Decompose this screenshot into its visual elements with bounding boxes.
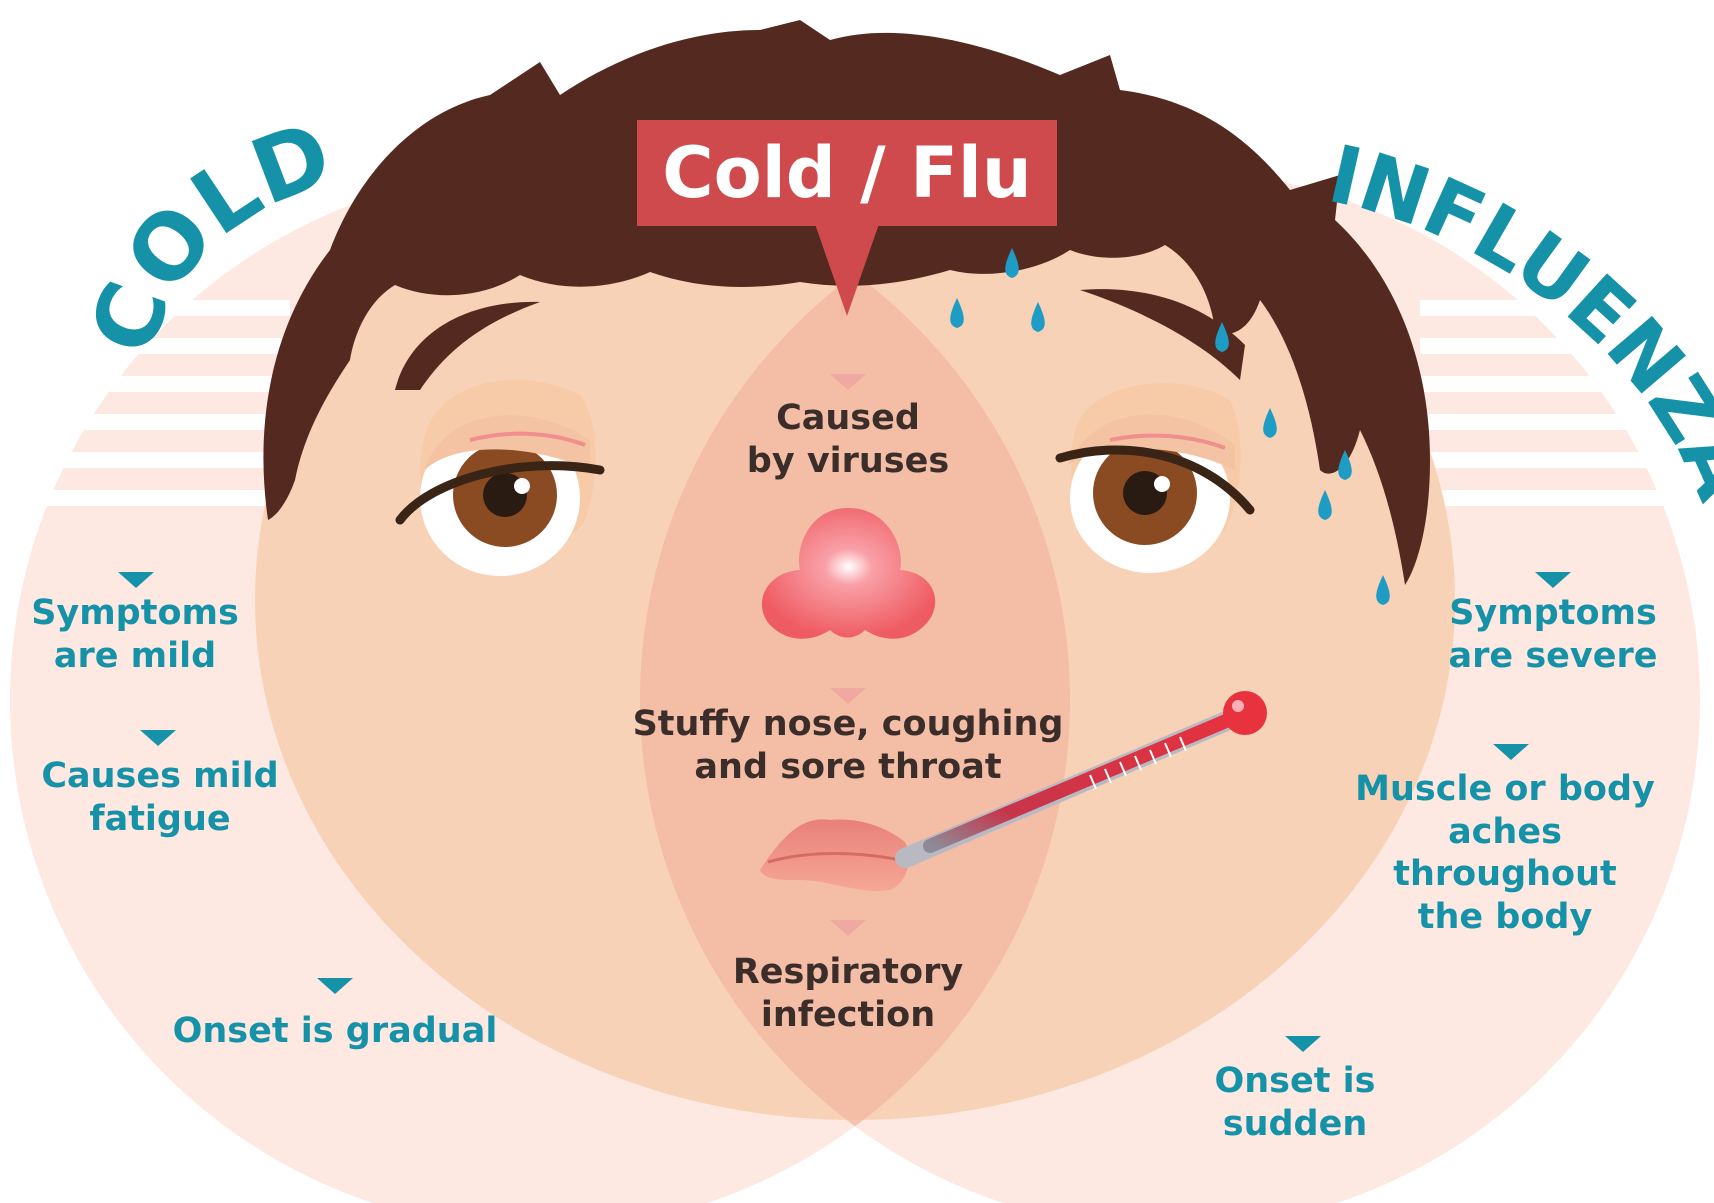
shared-respiratory-infection: Respiratory infection bbox=[700, 951, 996, 1036]
flu-onset-sudden: Onset is sudden bbox=[1140, 1060, 1450, 1145]
flu-symptoms-severe-line1: Symptoms bbox=[1430, 592, 1676, 635]
flu-body-aches-line2: aches throughout bbox=[1340, 811, 1670, 896]
title-pointer bbox=[815, 224, 879, 316]
flu-symptoms-severe: Symptoms are severe bbox=[1430, 592, 1676, 677]
title-banner: Cold / Flu bbox=[637, 120, 1057, 226]
shared-resp-line1: Respiratory bbox=[700, 951, 996, 994]
cold-onset-gradual: Onset is gradual bbox=[170, 1010, 500, 1053]
shared-stuffy-nose: Stuffy nose, coughing and sore throat bbox=[630, 703, 1066, 788]
cold-symptoms-mild: Symptoms are mild bbox=[20, 592, 250, 677]
cold-mild-fatigue-line2: fatigue bbox=[30, 798, 290, 841]
flu-body-aches-line1: Muscle or body bbox=[1340, 768, 1670, 811]
cold-mild-fatigue-line1: Causes mild bbox=[30, 755, 290, 798]
shared-resp-line2: infection bbox=[700, 994, 996, 1037]
cold-symptoms-mild-line1: Symptoms bbox=[20, 592, 250, 635]
flu-body-aches-line3: the body bbox=[1340, 896, 1670, 939]
shared-nose-line1: Stuffy nose, coughing bbox=[630, 703, 1066, 746]
shared-virus-line2: by viruses bbox=[700, 440, 996, 483]
title-text: Cold / Flu bbox=[662, 132, 1032, 214]
shared-caused-by-viruses: Caused by viruses bbox=[700, 397, 996, 482]
shared-virus-line1: Caused bbox=[700, 397, 996, 440]
flu-body-aches: Muscle or body aches throughout the body bbox=[1340, 768, 1670, 939]
cold-mild-fatigue: Causes mild fatigue bbox=[30, 755, 290, 840]
cold-onset-gradual-line1: Onset is gradual bbox=[170, 1010, 500, 1053]
flu-symptoms-severe-line2: are severe bbox=[1430, 635, 1676, 678]
shared-nose-line2: and sore throat bbox=[630, 746, 1066, 789]
cold-symptoms-mild-line2: are mild bbox=[20, 635, 250, 678]
flu-onset-sudden-line1: Onset is sudden bbox=[1140, 1060, 1450, 1145]
